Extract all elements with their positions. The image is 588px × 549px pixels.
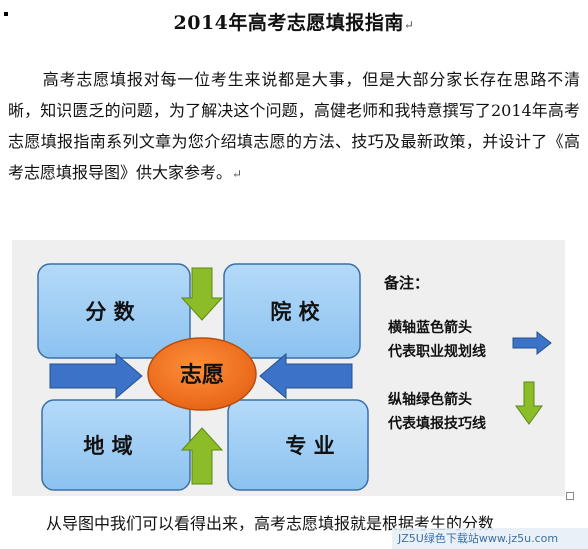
green-arrow-up [180, 427, 224, 485]
legend-title: 备注： [383, 274, 429, 292]
site-watermark: JZ5U绿色下载站www.jz5u.com [392, 528, 588, 549]
legend-green-line2: 代表填报技巧线 [387, 415, 486, 432]
following-text: 从导图中我们可以看得出来，高考志愿填报就是根据考生的分数 [46, 514, 495, 533]
title-text: 2014年高考志愿填报指南 [173, 12, 404, 34]
box-top-left [37, 263, 191, 359]
box-label-top-left: 分 数 [85, 300, 135, 324]
volunteer-guide-figure[interactable]: 分 数 院 校 地 域 专 业 志愿 备注： 横轴蓝色箭头 代表职业规划线 纵轴… [12, 240, 565, 496]
box-label-top-right: 院 校 [270, 300, 320, 324]
document-title: 2014年高考志愿填报指南↵ [0, 8, 588, 35]
box-label-bottom-right: 专 业 [285, 434, 334, 458]
following-paragraph: 从导图中我们可以看得出来，高考志愿填报就是根据考生的分数 [8, 514, 580, 534]
legend-blue-line1: 横轴蓝色箭头 [388, 319, 472, 336]
blue-arrow-right [49, 352, 143, 400]
center-ellipse [147, 337, 257, 411]
image-resize-handle[interactable] [566, 492, 574, 500]
paragraph-mark: ↵ [403, 18, 415, 32]
green-arrow-down [180, 267, 224, 321]
box-bottom-right [227, 399, 369, 491]
mind-map-diagram: 分 数 院 校 地 域 专 业 志愿 备注： 横轴蓝色箭头 代表职业规划线 纵轴… [37, 263, 552, 491]
intro-text: 高考志愿填报对每一位考生来说都是大事，但是大部分家长存在思路不清晰，知识匮乏的问… [8, 70, 580, 182]
bullet-marker [4, 12, 8, 16]
legend-green-line1: 纵轴绿色箭头 [388, 391, 472, 408]
legend-blue-arrow [512, 330, 552, 356]
blue-arrow-left [259, 352, 353, 400]
legend-blue-line2: 代表职业规划线 [387, 343, 486, 360]
box-label-bottom-left: 地 域 [83, 434, 132, 458]
center-label: 志愿 [180, 363, 224, 388]
box-top-right [223, 263, 361, 359]
paragraph-mark: ↵ [232, 167, 243, 181]
legend-green-arrow [515, 381, 543, 425]
intro-paragraph: 高考志愿填报对每一位考生来说都是大事，但是大部分家长存在思路不清晰，知识匮乏的问… [8, 64, 580, 190]
